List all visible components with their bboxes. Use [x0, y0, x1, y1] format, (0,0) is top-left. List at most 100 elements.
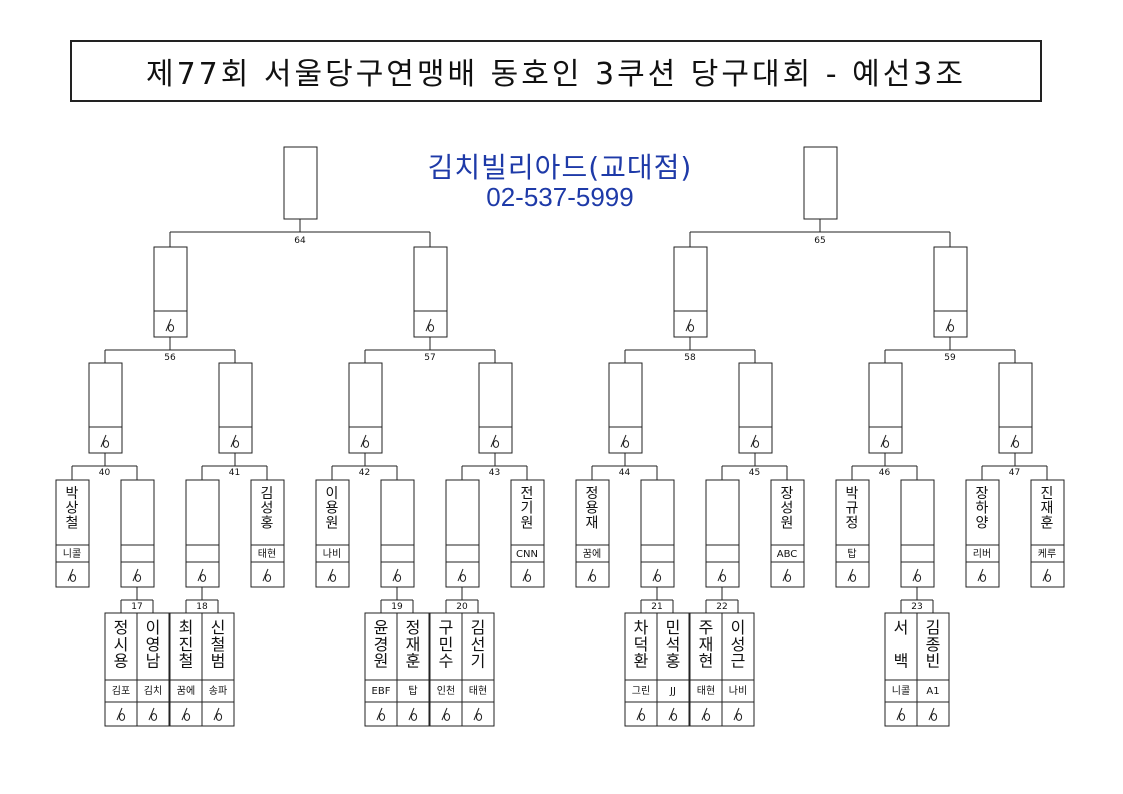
page-title: 제77회 서울당구연맹배 동호인 3쿠션 당구대회 - 예선3조 — [70, 40, 1042, 102]
player-name: 종 — [926, 635, 941, 654]
player-name: 경 — [374, 635, 389, 654]
player-name: 철 — [211, 635, 226, 654]
player-name: 환 — [634, 652, 649, 671]
match-number: 56 — [164, 353, 176, 363]
player-name: 덕 — [634, 635, 649, 654]
score-mark — [327, 568, 337, 582]
player-name: 차 — [634, 618, 649, 637]
score-mark — [116, 707, 126, 721]
score-mark — [67, 568, 77, 582]
qualifier-box — [461, 612, 495, 727]
score-mark — [132, 568, 142, 582]
player-name: 양 — [976, 515, 989, 531]
score-mark — [213, 707, 223, 721]
score-mark — [522, 568, 532, 582]
player-name: 훈 — [406, 652, 421, 671]
player-name: 홍 — [261, 515, 274, 531]
score-mark — [620, 434, 630, 448]
player-name: 박 — [66, 486, 79, 502]
player-name: 서 — [894, 618, 909, 637]
round-box — [608, 362, 643, 454]
score-mark — [928, 707, 938, 721]
score-mark — [392, 568, 402, 582]
player-club: 꿈에 — [177, 685, 195, 697]
player-name: 민 — [666, 618, 681, 637]
round-box — [348, 362, 383, 454]
match-number: 23 — [911, 602, 922, 612]
player-name: 선 — [471, 635, 486, 654]
match-number: 17 — [131, 602, 142, 612]
score-mark — [717, 568, 727, 582]
player-club: 태현 — [469, 685, 487, 697]
score-mark — [360, 434, 370, 448]
player-club: 니콜 — [892, 685, 910, 697]
player-name: 원 — [374, 652, 389, 671]
player-name: 진 — [179, 635, 194, 654]
venue-phone: 02-537-5999 — [486, 182, 634, 212]
player-name: 재 — [406, 635, 421, 654]
player-club: 리버 — [973, 548, 991, 560]
qualifier-box — [721, 612, 755, 727]
player-name: 훈 — [1041, 515, 1054, 531]
player-name: 재 — [699, 635, 714, 654]
score-mark — [880, 434, 890, 448]
player-name: 성 — [781, 501, 794, 517]
round-box — [88, 362, 123, 454]
score-mark — [181, 707, 191, 721]
player-club: 케루 — [1038, 548, 1056, 560]
semi-box — [933, 246, 968, 338]
qualifier-box — [169, 612, 203, 727]
qualifier-box — [916, 612, 950, 727]
match-number: 45 — [749, 468, 760, 478]
score-mark — [230, 434, 240, 448]
player-club: 그린 — [632, 685, 650, 697]
score-mark — [668, 707, 678, 721]
score-mark — [473, 707, 483, 721]
player-name: 남 — [146, 652, 161, 671]
score-mark — [896, 707, 906, 721]
qualifier-box — [396, 612, 430, 727]
player-name: 성 — [261, 501, 274, 517]
player-name: 영 — [146, 635, 161, 654]
final-winner-box — [283, 146, 318, 220]
player-club: 송파 — [209, 685, 227, 697]
match-number: 44 — [619, 468, 631, 478]
player-name: 원 — [326, 515, 339, 531]
player-name: 주 — [699, 618, 714, 637]
match-number: 47 — [1009, 468, 1020, 478]
round-box — [738, 362, 773, 454]
score-mark — [701, 707, 711, 721]
score-mark — [782, 568, 792, 582]
match-number: 18 — [196, 602, 208, 612]
player-name: 기 — [471, 652, 486, 671]
player-name: 구 — [439, 618, 454, 637]
score-mark — [100, 434, 110, 448]
player-club: A1 — [926, 686, 939, 697]
venue-name: 김치빌리아드(교대점) — [427, 151, 693, 184]
player-club: EBF — [372, 686, 391, 697]
qualifier-box — [136, 612, 170, 727]
player-name: 용 — [114, 652, 129, 671]
player-club: JJ — [669, 686, 676, 697]
player-name: 재 — [1041, 501, 1054, 517]
player-club: 나비 — [729, 685, 747, 697]
player-club: 탑 — [408, 685, 417, 697]
match-number: 20 — [456, 602, 468, 612]
player-club: 인천 — [437, 685, 455, 697]
score-mark — [165, 318, 175, 332]
final-winner-box — [803, 146, 838, 220]
player-name: 진 — [1041, 486, 1054, 502]
score-mark — [490, 434, 500, 448]
score-mark — [977, 568, 987, 582]
player-name: 하 — [976, 501, 989, 517]
score-mark — [376, 707, 386, 721]
round-box — [868, 362, 903, 454]
player-club: CNN — [516, 549, 538, 560]
player-club: 니콜 — [63, 548, 81, 560]
player-name: 근 — [731, 652, 746, 671]
score-mark — [750, 434, 760, 448]
player-club: 나비 — [323, 548, 341, 560]
round-box — [478, 362, 513, 454]
